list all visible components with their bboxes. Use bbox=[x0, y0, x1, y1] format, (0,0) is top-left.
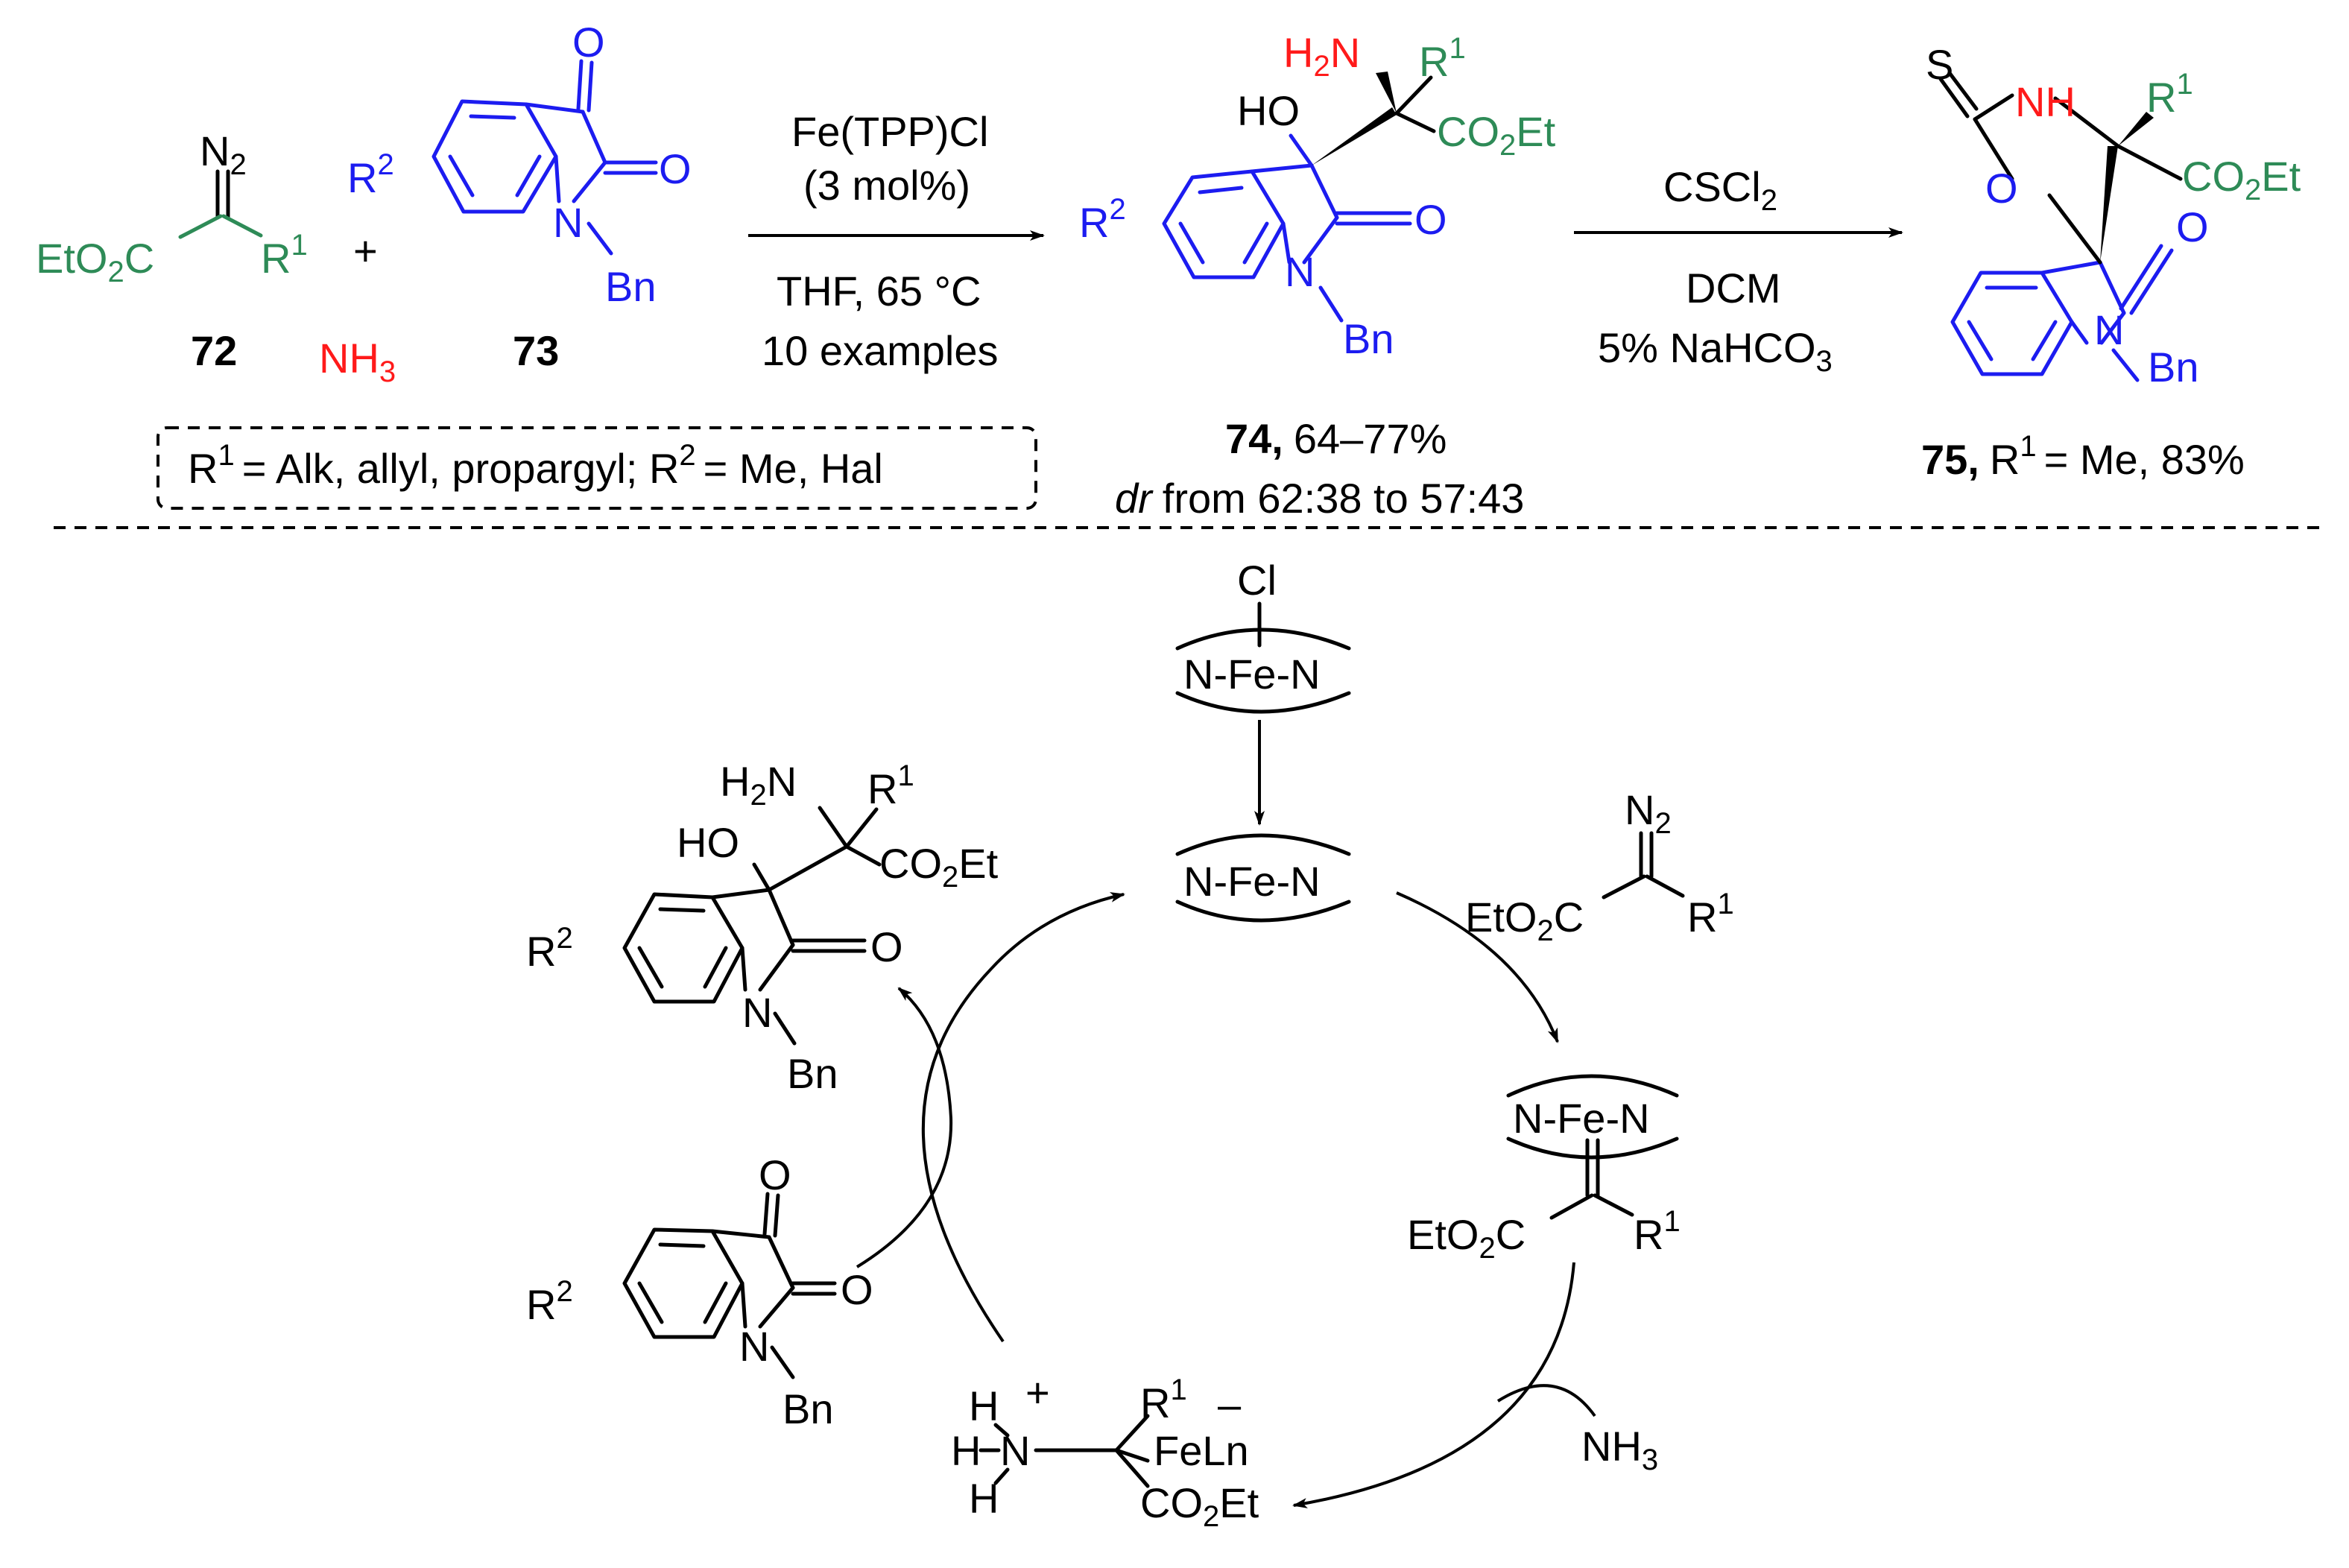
diazo-ester: EtO2C bbox=[36, 235, 154, 288]
cycle-product-n: N bbox=[742, 989, 772, 1036]
cycle-isatin-o-top: O bbox=[759, 1151, 791, 1198]
cycle-isatin-bn: Bn bbox=[783, 1385, 834, 1432]
catalyst-label: Fe(TPP)Cl bbox=[791, 108, 988, 155]
ylide-feln: FeLn bbox=[1154, 1427, 1249, 1474]
product75-o-ring: O bbox=[1985, 165, 2018, 212]
product-75: S NH O R1 CO2Et O N Bn 75,R1= Me, 83% bbox=[1921, 41, 2301, 483]
compound-number-73: 73 bbox=[513, 327, 559, 374]
cycle-diazo-n2: N2 bbox=[1625, 786, 1672, 840]
cycle-product-o: O bbox=[870, 923, 903, 970]
cycle-product: H2N HO R1 CO2Et O N Bn R2 bbox=[526, 758, 999, 1097]
compound-number-72: 72 bbox=[191, 327, 237, 374]
precatalyst: Cl N-Fe-N bbox=[1175, 557, 1351, 714]
diazo-n2: N2 bbox=[200, 127, 247, 181]
ylide-plus: + bbox=[1025, 1369, 1050, 1416]
cycle-diazo-r1: R1 bbox=[1687, 888, 1734, 941]
cycle-isatin: O O N Bn R2 bbox=[526, 1151, 873, 1432]
aldol-addition-arrow bbox=[921, 892, 1125, 1343]
ylide-ester: CO2Et bbox=[1140, 1479, 1259, 1533]
plus-sign: + bbox=[353, 227, 378, 274]
product75-ester: CO2Et bbox=[2182, 153, 2301, 206]
isatin-o-top: O bbox=[572, 19, 605, 66]
dcm-solvent: DCM bbox=[1686, 265, 1781, 312]
product74-ester: CO2Et bbox=[1437, 108, 1556, 162]
precatalyst-cl: Cl bbox=[1237, 557, 1277, 604]
cycle-diazo-ester: EtO2C bbox=[1465, 894, 1584, 947]
precatalyst-core: N-Fe-N bbox=[1183, 651, 1321, 698]
ylide-r1: R1 bbox=[1140, 1373, 1187, 1426]
cycle-product-bn: Bn bbox=[787, 1050, 838, 1097]
substituent-legend: R1= Alk, allyl, propargyl; R2= Me, Hal bbox=[157, 426, 1037, 510]
cycle-isatin-r2: R2 bbox=[526, 1275, 573, 1328]
catalyst-core: N-Fe-N bbox=[1183, 858, 1321, 905]
iron-carbene: N-Fe-N EtO2C R1 bbox=[1407, 1074, 1681, 1265]
cycle-diazo: N2 EtO2C R1 bbox=[1465, 786, 1734, 947]
isatin-o-right: O bbox=[659, 145, 692, 192]
ammonia-entry-curve bbox=[1496, 1384, 1596, 1417]
product75-o: O bbox=[2176, 203, 2209, 250]
carbene-formation-arrow bbox=[1396, 891, 1559, 1043]
cycle-product-nh2: H2N bbox=[720, 758, 797, 812]
examples-count: 10 examples bbox=[762, 327, 999, 374]
carbene-r1: R1 bbox=[1634, 1205, 1681, 1258]
catalyst-loading: (3 mol%) bbox=[803, 162, 970, 209]
isatin-n: N bbox=[553, 199, 583, 246]
cycle-isatin-o-right: O bbox=[841, 1266, 873, 1313]
product74-nh2: H2N bbox=[1283, 29, 1360, 83]
product75-nh: NH bbox=[2015, 78, 2075, 125]
ylide-minus: – bbox=[1218, 1381, 1242, 1428]
product74-bn: Bn bbox=[1343, 315, 1394, 362]
isatin-bn: Bn bbox=[605, 263, 657, 310]
product74-o: O bbox=[1414, 196, 1447, 243]
cycle-product-ester: CO2Et bbox=[879, 840, 999, 894]
isatin-r2: R2 bbox=[347, 148, 394, 201]
solvent-temp: THF, 65 °C bbox=[777, 268, 981, 314]
diazo-r1: R1 bbox=[261, 229, 308, 282]
product74-r2: R2 bbox=[1079, 193, 1126, 246]
legend-text: R1= Alk, allyl, propargyl; R2= Me, Hal bbox=[188, 439, 883, 492]
product75-bn: Bn bbox=[2148, 344, 2199, 391]
product75-n: N bbox=[2094, 306, 2124, 353]
ammonia-reagent: NH3 bbox=[319, 335, 396, 388]
ylide-h2: H bbox=[951, 1427, 981, 1474]
compound-number-75: 75,R1= Me, 83% bbox=[1921, 430, 2245, 483]
diazo-ester-72: N2 EtO2C R1 72 bbox=[36, 127, 308, 374]
ylide-h1: H bbox=[969, 1382, 999, 1429]
isatin-feed-arrow bbox=[856, 987, 953, 1268]
carbene-ester: EtO2C bbox=[1407, 1211, 1526, 1265]
thiophosgene-reagent: CSCl2 bbox=[1663, 163, 1777, 217]
product74-n: N bbox=[1285, 248, 1315, 295]
compound-number-74: 74,64–77% bbox=[1225, 415, 1447, 462]
product74-ho: HO bbox=[1237, 87, 1300, 134]
bicarbonate-base: 5% NaHCO3 bbox=[1598, 324, 1833, 378]
cycle-product-ho: HO bbox=[677, 819, 739, 866]
active-catalyst: N-Fe-N bbox=[1175, 833, 1351, 923]
carbene-core: N-Fe-N bbox=[1513, 1095, 1650, 1142]
cycle-product-r2: R2 bbox=[526, 922, 573, 975]
ylide-formation-arrow bbox=[1292, 1262, 1575, 1508]
product74-r1: R1 bbox=[1419, 32, 1466, 85]
cycle-product-r1: R1 bbox=[867, 759, 914, 812]
product75-r1: R1 bbox=[2146, 68, 2193, 121]
cycle-isatin-n: N bbox=[739, 1323, 769, 1370]
isatin-73: O O N Bn R2 73 bbox=[347, 19, 692, 374]
product75-s: S bbox=[1926, 41, 1953, 88]
ammonium-ylide: H + H N H R1 – FeLn CO2Et bbox=[951, 1369, 1259, 1533]
cycle-ammonia: NH3 bbox=[1581, 1423, 1658, 1476]
